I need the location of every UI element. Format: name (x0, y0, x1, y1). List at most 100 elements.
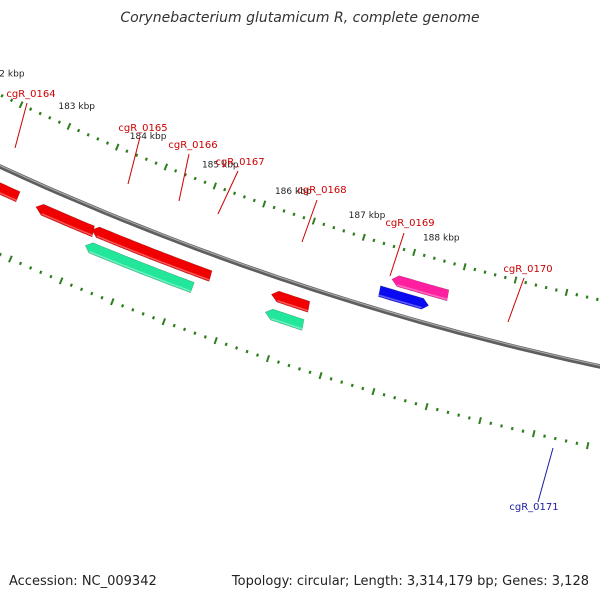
minor-tick (0, 252, 2, 257)
minor-tick (340, 380, 344, 384)
minor-tick (39, 270, 43, 275)
leader-line (14, 102, 28, 149)
minor-tick (48, 116, 52, 120)
minor-tick (302, 215, 306, 220)
minor-tick (534, 283, 538, 287)
minor-tick (203, 335, 207, 339)
cds-0167-arrow (0, 182, 21, 203)
gene-0170-arrow (264, 308, 305, 331)
minor-tick (182, 327, 187, 332)
minor-tick (524, 280, 528, 285)
gene-0169-arrow (84, 242, 195, 294)
minor-tick (453, 262, 457, 266)
minor-tick (350, 383, 354, 388)
minor-tick (432, 256, 436, 261)
minor-tick (402, 247, 406, 252)
minor-tick (272, 205, 276, 210)
gene-label-cgr_0164[interactable]: cgR_0164 (6, 89, 55, 100)
minor-tick (174, 169, 178, 173)
minor-tick (467, 416, 471, 420)
minor-tick (544, 285, 548, 290)
leader-line (389, 232, 405, 277)
major-tick (212, 182, 218, 190)
major-tick (424, 402, 429, 411)
minor-tick (276, 360, 280, 364)
minor-tick (154, 161, 158, 165)
minor-tick (183, 172, 187, 177)
minor-tick (372, 238, 376, 243)
minor-tick (553, 436, 557, 441)
minor-tick (141, 312, 145, 316)
major-tick (161, 318, 166, 326)
tick-ring-layer (0, 93, 599, 450)
gene-label-cgr_0166[interactable]: cgR_0166 (168, 140, 217, 151)
gene-label-cgr_0165[interactable]: cgR_0165 (118, 123, 167, 134)
major-tick (213, 337, 218, 345)
minor-tick (457, 413, 461, 417)
minor-tick (414, 401, 418, 406)
minor-tick (18, 261, 23, 266)
minor-tick (564, 439, 568, 443)
minor-tick (422, 253, 426, 258)
major-tick (58, 277, 64, 285)
accession-text: Accession: NC_009342 (9, 574, 157, 589)
major-tick (265, 354, 271, 363)
major-tick (114, 143, 120, 151)
minor-tick (308, 370, 312, 375)
minor-tick (76, 128, 81, 133)
minor-tick (38, 111, 42, 116)
minor-tick (382, 392, 386, 397)
gene-label-cgr_0167[interactable]: cgR_0167 (215, 157, 264, 168)
minor-tick (585, 295, 589, 299)
minor-tick (292, 212, 296, 217)
gene-label-cgr_0169[interactable]: cgR_0169 (385, 218, 434, 229)
minor-tick (69, 283, 73, 287)
major-tick (311, 217, 316, 225)
minor-tick (435, 407, 439, 412)
minor-tick (575, 293, 579, 297)
cds-0169-arrow (91, 226, 213, 282)
major-tick (531, 430, 536, 438)
backbone-arc (0, 164, 600, 369)
minor-tick (96, 137, 100, 141)
cds-0171-arrow-highlight (397, 284, 448, 301)
minor-tick (255, 353, 260, 357)
minor-tick (49, 274, 53, 279)
minor-tick (29, 266, 33, 270)
minor-tick (392, 244, 396, 249)
gene-0171-arrow (378, 285, 430, 310)
gene-label-cgr_0170[interactable]: cgR_0170 (503, 264, 552, 275)
minor-tick (322, 222, 326, 227)
cds-0171-arrow (391, 275, 450, 302)
minor-tick (543, 434, 546, 438)
major-tick (462, 263, 467, 271)
scale-label: 188 kbp (423, 233, 460, 243)
minor-tick (144, 157, 148, 161)
major-tick (66, 122, 72, 130)
gene-label-cgr_0171[interactable]: cgR_0171 (509, 502, 558, 513)
major-tick (318, 371, 323, 380)
minor-tick (105, 141, 110, 145)
minor-tick (79, 287, 84, 292)
major-tick (163, 163, 169, 171)
scale-label: 183 kbp (58, 102, 95, 112)
minor-tick (393, 396, 397, 400)
leader-line (217, 170, 239, 215)
cds-0170-arrow (270, 290, 311, 313)
minor-tick (446, 410, 450, 415)
minor-tick (245, 349, 249, 354)
minor-tick (131, 308, 135, 312)
gene-label-cgr_0168[interactable]: cgR_0168 (297, 185, 346, 196)
minor-tick (382, 241, 386, 246)
minor-tick (521, 429, 525, 433)
minor-tick (473, 267, 477, 272)
cds-0170-arrow-highlight (277, 299, 309, 312)
minor-tick (151, 315, 156, 320)
minor-tick (442, 259, 446, 263)
minor-tick (483, 270, 487, 274)
minor-tick (329, 377, 333, 381)
minor-tick (120, 304, 125, 308)
scale-label: 186 kbp (275, 187, 312, 197)
minor-tick (287, 363, 291, 368)
major-tick (412, 248, 417, 257)
